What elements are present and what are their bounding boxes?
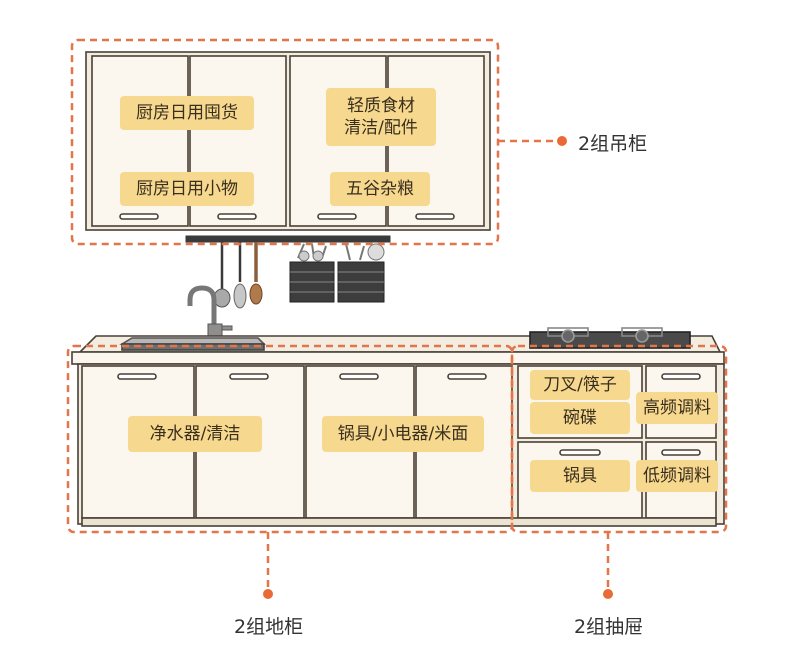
base-leader-dot	[263, 589, 273, 599]
label-light-food-line1: 轻质食材	[347, 96, 415, 116]
label-light-food: 轻质食材 清洁/配件	[326, 88, 436, 146]
upper-cabinets	[85, 51, 491, 231]
label-high-freq-seasoning: 高频调料	[636, 392, 718, 424]
label-cookware: 锅具	[530, 460, 630, 492]
drawer-group-outline	[510, 344, 728, 534]
drawer-group-label: 2组抽屉	[574, 616, 644, 638]
base-group-outline	[66, 344, 514, 534]
label-knives-chopsticks: 刀叉/筷子	[530, 370, 630, 400]
label-pots-appliances: 锅具/小电器/米面	[322, 416, 484, 452]
label-daily-goods: 厨房日用囤货	[120, 96, 254, 130]
label-low-freq-seasoning: 低频调料	[636, 460, 718, 492]
label-grains: 五谷杂粮	[330, 172, 430, 206]
label-bowls-plates: 碗碟	[530, 402, 630, 434]
label-water-clean: 净水器/清洁	[128, 416, 262, 452]
upper-leader-dot	[557, 136, 567, 146]
utensil-rail	[185, 235, 391, 309]
leader-dots	[263, 136, 613, 599]
countertop	[71, 327, 725, 365]
base-cabinet-group-label: 2组地柜	[234, 616, 304, 638]
group-outlines	[66, 38, 728, 592]
base-cabinets	[77, 363, 725, 527]
drawer-leader-dot	[603, 589, 613, 599]
label-small-items: 厨房日用小物	[120, 172, 254, 206]
upper-cabinet-group-label: 2组吊柜	[578, 133, 648, 155]
label-light-food-line2: 清洁/配件	[344, 118, 418, 138]
